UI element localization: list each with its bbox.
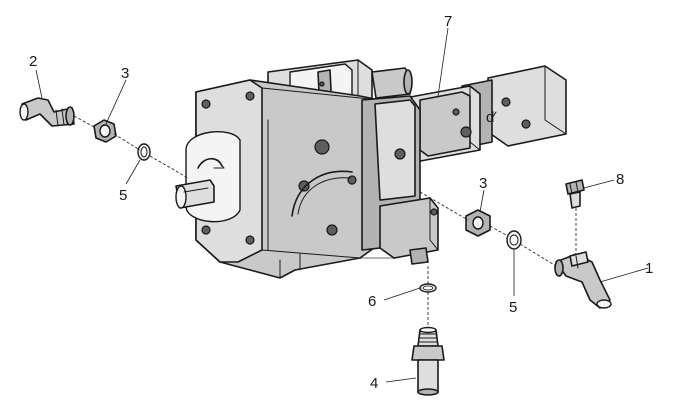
callout-5-left: 5 — [119, 187, 127, 204]
callout-7: 7 — [444, 13, 452, 30]
callout-6: 6 — [368, 293, 376, 310]
sensor-part-8 — [565, 179, 585, 209]
elbow-fitting-part-2 — [19, 97, 75, 127]
callout-1: 1 — [645, 260, 653, 277]
o-ring-part-5-right — [506, 230, 522, 250]
callout-2: 2 — [29, 53, 37, 70]
nut-part-3-right — [465, 209, 491, 237]
gear-pump-part-7: d — [404, 65, 567, 163]
callout-4: 4 — [370, 375, 378, 392]
part-marking-d: d — [486, 109, 494, 126]
nut-part-3-left — [93, 119, 117, 143]
tee-fitting-part-1 — [554, 251, 612, 309]
seal-ring-part-6 — [419, 283, 437, 293]
callout-3-left: 3 — [121, 65, 129, 82]
callout-3-right: 3 — [479, 175, 487, 192]
screw-fitting-part-4 — [411, 326, 445, 396]
o-ring-part-5-left — [137, 143, 151, 161]
axial-piston-pump-body — [175, 59, 439, 279]
callout-5-right: 5 — [509, 299, 517, 316]
callout-8: 8 — [616, 171, 624, 188]
leader-lines — [35, 27, 649, 383]
